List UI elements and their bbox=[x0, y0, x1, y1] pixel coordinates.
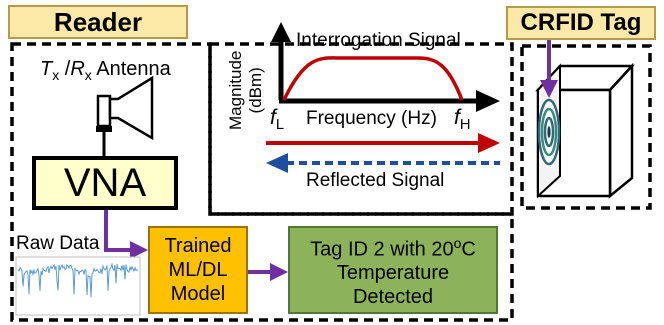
y-axis-arrowhead bbox=[271, 22, 291, 42]
f-high-subscript: H bbox=[459, 117, 471, 134]
x-axis-arrowhead bbox=[476, 90, 500, 112]
reader-title: Reader bbox=[53, 6, 143, 37]
crfid-tag-device-icon bbox=[535, 62, 635, 199]
vna-box: VNA bbox=[32, 156, 178, 210]
antenna-suffix: Antenna bbox=[91, 58, 171, 80]
vna-to-model-arrow bbox=[104, 206, 132, 252]
y-axis-label-line-1: Magnitude bbox=[226, 50, 245, 130]
antenna-tx-symbol: T bbox=[40, 58, 53, 80]
f-high-label: fH bbox=[454, 106, 470, 133]
detection-result-box: Tag ID 2 with 20oC Temperature Detected bbox=[288, 226, 498, 314]
raw-data-plot-frame bbox=[15, 256, 141, 316]
reader-title-box: Reader bbox=[8, 5, 188, 39]
tag-title: CRFID Tag bbox=[520, 9, 642, 36]
interrogation-arrowhead bbox=[478, 133, 500, 153]
interrogation-signal-curve bbox=[282, 56, 464, 101]
ml-line-2: ML/DL bbox=[168, 259, 228, 281]
result-line-1-unit: C bbox=[461, 238, 476, 261]
ml-model-box: Trained ML/DL Model bbox=[148, 226, 248, 314]
result-line-3: Detected bbox=[352, 286, 434, 309]
raw-data-label: Raw Data bbox=[16, 233, 100, 254]
spectrum-boundary bbox=[208, 42, 514, 216]
vna-to-model-arrowhead bbox=[130, 241, 148, 259]
y-axis-label-line-2: (dBm) bbox=[246, 67, 265, 114]
tag-antenna-arrowhead bbox=[540, 80, 558, 98]
result-line-1: Tag ID 2 with 20oC bbox=[310, 231, 476, 262]
antenna-label: Tx /Rx Antenna bbox=[40, 58, 171, 83]
y-axis-label: Magnitude (dBm) bbox=[226, 51, 266, 130]
f-high-symbol: f bbox=[454, 106, 460, 129]
tag-boundary bbox=[520, 44, 652, 210]
horn-antenna-icon bbox=[96, 75, 154, 156]
antenna-separator: / bbox=[59, 58, 71, 80]
f-low-symbol: f bbox=[270, 106, 276, 129]
degree-sign: o bbox=[453, 234, 462, 251]
antenna-rx-subscript: x bbox=[84, 67, 92, 83]
spectrum-plot bbox=[271, 22, 500, 112]
reflected-arrowhead bbox=[266, 153, 288, 173]
x-axis-label: Frequency (Hz) bbox=[306, 108, 437, 129]
f-low-label: fL bbox=[270, 106, 284, 133]
result-line-1-text: Tag ID 2 with 20 bbox=[310, 238, 454, 261]
antenna-tx-subscript: x bbox=[52, 67, 60, 83]
tag-title-box: CRFID Tag bbox=[506, 6, 656, 40]
signal-label: Interrogation Signal bbox=[296, 30, 461, 51]
model-to-result-arrowhead bbox=[270, 263, 288, 281]
reflected-signal-label: Reflected Signal bbox=[306, 170, 445, 191]
f-low-subscript: L bbox=[275, 117, 285, 134]
antenna-rx-symbol: R bbox=[70, 58, 85, 80]
raw-data-signal-line bbox=[17, 262, 139, 298]
result-line-2: Temperature bbox=[336, 262, 450, 285]
ml-line-3: Model bbox=[170, 283, 226, 305]
ml-line-1: Trained bbox=[164, 235, 232, 257]
vna-label: VNA bbox=[63, 160, 147, 205]
